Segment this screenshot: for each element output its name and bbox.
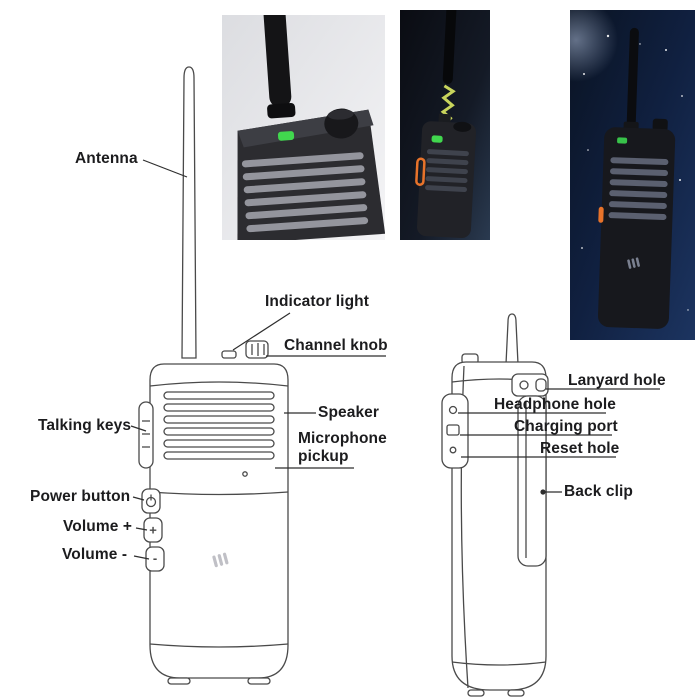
volume-down-button-outline: - xyxy=(145,546,165,572)
side-foot-left xyxy=(467,689,485,697)
label-lanyard-hole: Lanyard hole xyxy=(568,372,666,389)
power-button-outline xyxy=(141,488,161,514)
antenna-photo xyxy=(442,10,457,85)
label-speaker: Speaker xyxy=(318,404,380,421)
leader-back-clip-dot xyxy=(540,489,546,495)
photo3-radio xyxy=(597,27,676,329)
front-bottom-seam xyxy=(149,643,289,648)
photo-top-closeup-image xyxy=(222,15,385,240)
label-microphone-pickup: Microphone pickup xyxy=(298,430,387,465)
volume-up-button-outline: + xyxy=(143,517,163,543)
label-talking-keys: Talking keys xyxy=(38,417,132,434)
channel-knob-outline xyxy=(245,340,269,359)
label-indicator-light: Indicator light xyxy=(265,293,369,310)
label-volume-minus: Volume - xyxy=(62,546,128,563)
channel-knob-photo xyxy=(652,118,668,131)
photo-full-radio-image xyxy=(570,10,695,340)
front-panel-seam xyxy=(149,491,289,496)
side-antenna-outline xyxy=(505,313,519,365)
brand-logo-photo xyxy=(627,257,640,269)
photo-side-detail-image xyxy=(400,10,490,240)
side-view-drawing xyxy=(441,313,549,697)
photo-full-radio xyxy=(570,10,695,340)
photo-top-closeup xyxy=(222,15,385,240)
front-view-drawing: + - xyxy=(138,66,289,685)
label-power-button: Power button xyxy=(30,488,131,505)
channel-knob-top-photo xyxy=(327,109,354,120)
clip-arm xyxy=(517,395,547,567)
clip-screw xyxy=(519,380,529,390)
leader-talking-keys xyxy=(130,425,147,432)
label-antenna: Antenna xyxy=(75,150,138,167)
speaker-ribs-photo xyxy=(425,149,469,193)
speaker-ribs-photo xyxy=(241,152,369,233)
volume-up-glyph: + xyxy=(149,523,157,538)
leader-volume-down xyxy=(133,555,150,560)
side-foot-right xyxy=(507,689,525,697)
back-clip-outline xyxy=(511,373,549,567)
label-reset-hole: Reset hole xyxy=(540,440,620,457)
leader-volume-up xyxy=(135,527,148,531)
orange-side-button-photo xyxy=(415,157,426,186)
front-foot-left xyxy=(167,677,191,685)
talking-keys-outline xyxy=(138,401,154,469)
front-foot-right xyxy=(247,677,271,685)
label-volume-plus: Volume + xyxy=(63,518,132,535)
lanyard-hole-outline xyxy=(535,378,547,392)
front-top-seam xyxy=(149,381,289,387)
brand-logo-outline xyxy=(212,552,229,568)
speaker-ribs-photo xyxy=(608,157,669,220)
speaker-grille-outline xyxy=(163,391,275,460)
label-channel-knob: Channel knob xyxy=(284,337,388,354)
volume-down-glyph: - xyxy=(153,551,157,566)
photo2-radio xyxy=(415,10,477,238)
charging-port-outline xyxy=(446,424,460,436)
leader-lines xyxy=(130,159,660,560)
reset-hole-outline xyxy=(449,446,457,454)
indicator-light-photo xyxy=(277,131,295,141)
leader-indicator-light xyxy=(232,312,291,351)
indicator-light-photo xyxy=(431,135,443,143)
antenna-coil-photo xyxy=(440,84,456,121)
leader-power-button xyxy=(132,496,145,501)
label-charging-port: Charging port xyxy=(514,418,618,435)
photo-side-detail xyxy=(400,10,490,240)
indicator-light-photo xyxy=(617,137,628,144)
antenna-outline xyxy=(181,66,197,359)
indicator-light-outline xyxy=(221,350,237,359)
orange-side-button-photo xyxy=(598,206,604,223)
photo1-radio xyxy=(237,15,385,240)
label-headphone-hole: Headphone hole xyxy=(494,396,616,413)
light-glow xyxy=(570,10,618,82)
channel-knob-photo xyxy=(453,121,472,132)
label-back-clip: Back clip xyxy=(564,483,633,500)
microphone-hole-outline xyxy=(242,471,248,477)
side-bottom-seam xyxy=(451,661,547,666)
antenna-photo xyxy=(262,15,292,108)
headphone-hole-outline xyxy=(448,405,458,415)
antenna-photo xyxy=(626,27,639,132)
leader-antenna xyxy=(142,159,188,178)
radio-body-photo xyxy=(597,127,676,329)
antenna-base-photo xyxy=(267,102,296,119)
